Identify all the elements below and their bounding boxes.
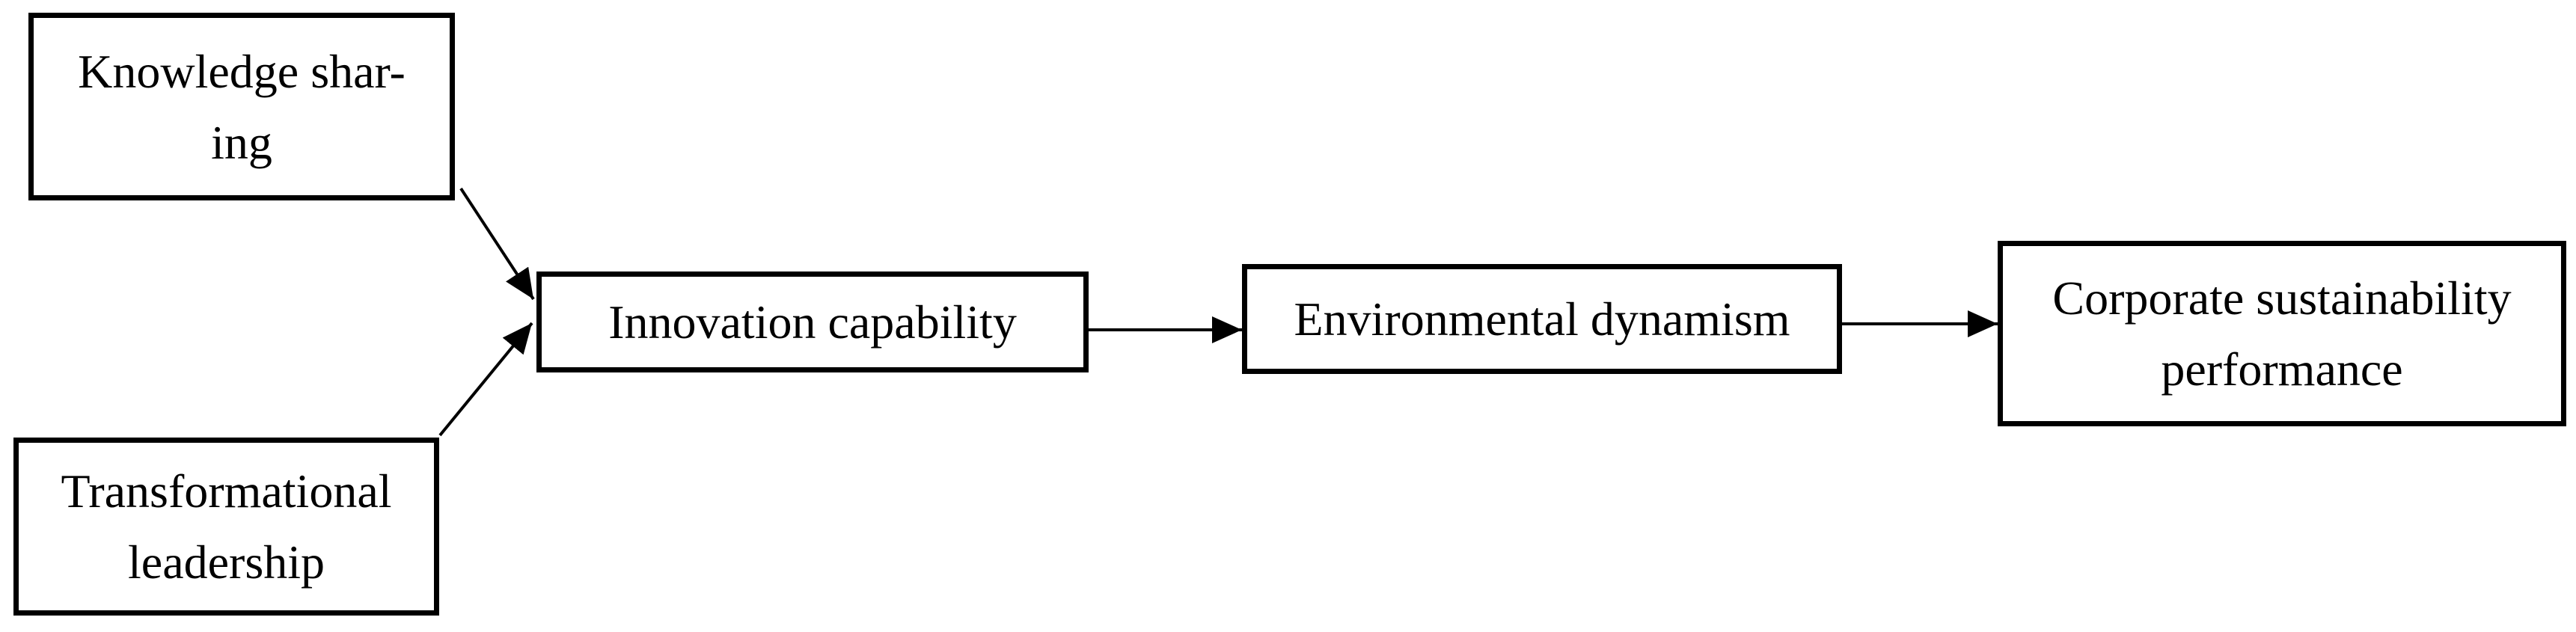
node-label-line: Corporate sustainability — [2052, 271, 2512, 325]
edge-knowledge-sharing-to-innovation-capability — [459, 187, 535, 301]
edge-transformational-leadership-to-innovation-capability — [438, 322, 533, 437]
node-innovation-capability: Innovation capability — [536, 271, 1089, 372]
node-label-line: Transformational — [61, 464, 392, 518]
node-transformational-leadership: Transformational leadership — [13, 438, 439, 616]
node-knowledge-sharing: Knowledge shar-ing — [28, 13, 455, 200]
node-environmental-dynamism: Environmental dynamism — [1242, 264, 1842, 374]
node-label-line: leadership — [128, 536, 325, 589]
node-label-line: Environmental dynamism — [1294, 292, 1790, 346]
node-label: Knowledge shar-ing — [78, 36, 406, 178]
node-label: Innovation capability — [608, 286, 1017, 358]
node-label-line: performance — [2161, 343, 2403, 396]
node-label-line: Innovation capability — [608, 295, 1017, 349]
node-corporate-sustainability-performance: Corporate sustainability performance — [1998, 241, 2566, 426]
node-label-line: Knowledge shar- — [78, 44, 406, 98]
node-label-line: ing — [211, 115, 272, 169]
node-label: Transformational leadership — [61, 455, 391, 598]
node-label: Corporate sustainability performance — [2052, 263, 2511, 405]
node-label: Environmental dynamism — [1294, 283, 1790, 355]
